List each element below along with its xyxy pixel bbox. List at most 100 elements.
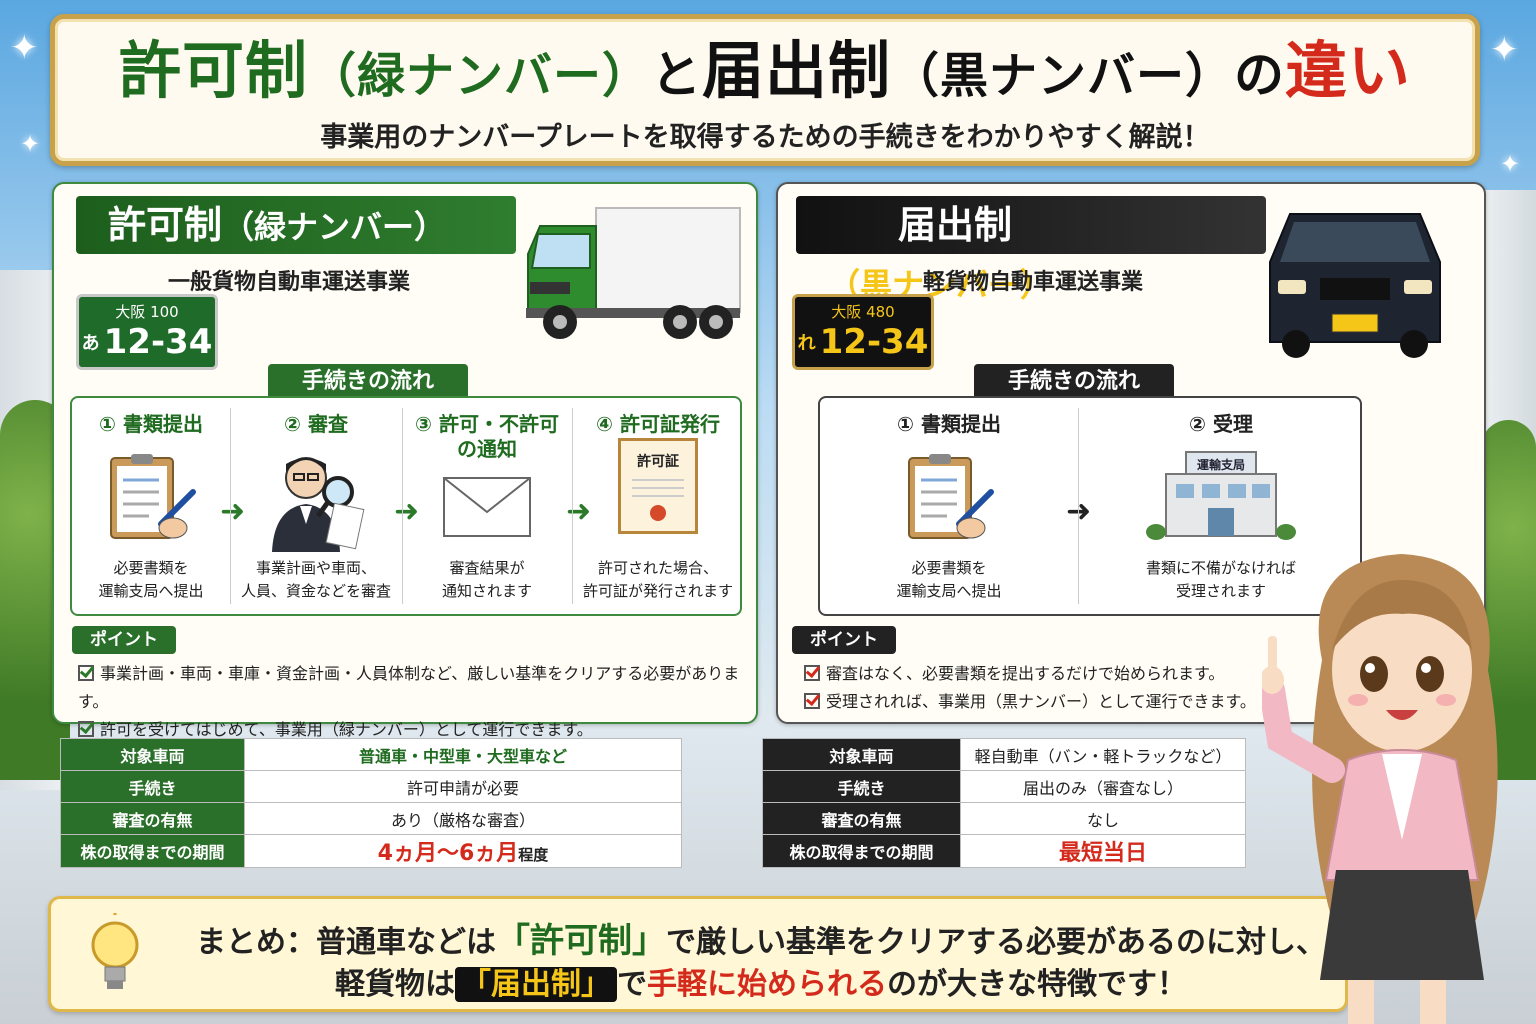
plate-region: 大阪 480 <box>831 303 895 321</box>
permit-banner-paren: （緑ナンバー） <box>222 208 447 246</box>
point-item: 許可を受けてはじめて、事業用（緑ナンバー）として運行できます。 <box>78 716 756 744</box>
step-desc: 許可証が発行されます <box>582 581 733 600</box>
permit-step-2: ② 審査 事業計画や車両、人員、資金などを審査 <box>230 398 402 614</box>
title-green-number: （緑ナンバー） <box>307 48 651 104</box>
summary-keyword-notification: 「届出制」 <box>455 967 617 1002</box>
title-connector: と <box>650 46 702 104</box>
point-item: 事業計画・車両・車庫・資金計画・人員体制など、厳しい基準をクリアする必要がありま… <box>78 660 756 716</box>
checkbox-icon <box>78 665 94 681</box>
permit-point-list: 事業計画・車両・車庫・資金計画・人員体制など、厳しい基準をクリアする必要がありま… <box>78 660 756 744</box>
guide-character-illustration <box>1262 554 1498 1024</box>
step-desc: 審査結果が <box>449 559 525 577</box>
plate-number: 12-34 <box>819 322 929 362</box>
title-black-number: （黒ナンバー） <box>891 48 1235 104</box>
table-header-cell: 手続き <box>762 770 961 803</box>
notification-banner-title: 届出制 <box>898 203 1013 247</box>
office-sign: 運輸支局 <box>1196 458 1245 472</box>
clipboard-icon <box>110 454 196 539</box>
step-title: ① 書類提出 <box>897 412 1001 436</box>
notification-step-1: ① 書類提出 必要書類を運輸支局へ提出 <box>820 398 1078 614</box>
title-box: 許可制（緑ナンバー）と届出制（黒ナンバー）の違い 事業用のナンバープレートを取得… <box>50 14 1480 166</box>
table-cell: 届出のみ（審査なし） <box>960 770 1246 803</box>
summary-text: まとめ：普通車などは <box>196 925 496 960</box>
notification-banner: 届出制（黒ナンバー） <box>796 196 1266 304</box>
step-title: ② 審査 <box>284 412 348 436</box>
permit-banner-title: 許可制 <box>108 203 223 247</box>
step-title: ① 書類提出 <box>99 412 203 436</box>
table-cell: なし <box>960 802 1246 835</box>
summary-keyword-permit: 「許可制」 <box>496 921 666 961</box>
sparkle-icon: ✦ <box>1500 150 1521 178</box>
step-desc: 通知されます <box>441 581 532 600</box>
summary-box: まとめ：普通車などは「許可制」で厳しい基準をクリアする必要があるのに対し、 軽貨… <box>48 896 1348 1012</box>
permit-flow-box: ① 書類提出 必要書類を運輸支局へ提出 ➜ ② 審査 <box>70 396 742 616</box>
table-row: 手続き許可申請が必要 <box>60 770 682 803</box>
table-row: 株の取得までの期間 4ヵ月〜6ヵ月程度 <box>60 834 682 868</box>
sparkle-icon: ✦ <box>1490 30 1519 70</box>
period-suffix: 程度 <box>518 846 549 864</box>
step-divider <box>402 408 403 604</box>
title-difference: 違い <box>1285 34 1412 107</box>
permit-point-badge: ポイント <box>72 626 176 654</box>
step-desc: 許可された場合、 <box>597 559 718 577</box>
office-building-icon <box>1146 451 1296 540</box>
summary-text: 軽貨物は <box>335 967 455 1002</box>
permit-step-4: ④ 許可証発行 許可証 許可された場合、許可証が発行されます <box>572 398 744 614</box>
title-keyword-notification: 届出制 <box>701 34 891 107</box>
table-header-cell: 対象車両 <box>60 738 245 771</box>
lightbulb-icon <box>91 913 139 989</box>
step-desc: 人員、資金などを審査 <box>240 581 391 600</box>
arrow-right-icon: ➜ <box>566 494 592 529</box>
notification-point-list: 審査はなく、必要書類を提出するだけで始められます。 受理されれば、事業用（黒ナン… <box>804 660 1256 716</box>
arrow-right-icon: ➜ <box>220 494 246 529</box>
table-row: 対象車両軽自動車（バン・軽トラックなど） <box>762 738 1246 771</box>
notification-flow-box: ① 書類提出 必要書類を運輸支局へ提出 ➜ ② 受理 <box>818 396 1362 616</box>
table-cell: 最短当日 <box>960 834 1246 868</box>
period-value: 4ヵ月〜6ヵ月 <box>377 841 519 866</box>
notification-business-name: 軽貨物自動車運送事業 <box>922 270 1143 295</box>
checkbox-icon <box>78 721 94 737</box>
step-divider <box>572 408 573 604</box>
reviewer-icon <box>272 457 365 552</box>
summary-line-2: 軽貨物は「届出制」で手軽に始められるのが大きな特徴です！ <box>181 959 1341 1003</box>
sparkle-icon: ✦ <box>10 28 39 68</box>
permit-flow-label: 手続きの流れ <box>268 364 469 400</box>
table-cell: 普通車・中型車・大型車など <box>244 738 682 771</box>
plate-region: 大阪 100 <box>115 303 179 321</box>
step-desc: 必要書類を <box>113 559 189 577</box>
permit-banner: 許可制（緑ナンバー） <box>76 196 516 254</box>
table-row: 審査の有無あり（厳格な審査） <box>60 802 682 835</box>
permit-step-3: ③ 許可・不許可の通知 審査結果が通知されます <box>402 398 572 614</box>
point-text: 事業計画・車両・車庫・資金計画・人員体制など、厳しい基準をクリアする必要がありま… <box>78 664 740 711</box>
summary-highlight: 手軽に始められる <box>647 967 887 1002</box>
table-cell: 許可申請が必要 <box>244 770 682 803</box>
step-divider <box>230 408 231 604</box>
page-title: 許可制（緑ナンバー）と届出制（黒ナンバー）の違い <box>55 34 1475 107</box>
table-header-cell: 株の取得までの期間 <box>60 834 245 868</box>
step-divider <box>1078 408 1079 604</box>
step-desc: 書類に不備がなければ <box>1145 559 1296 577</box>
plate-kana: あ <box>81 332 100 354</box>
title-particle: の <box>1234 46 1286 104</box>
table-header-cell: 対象車両 <box>762 738 961 771</box>
point-text: 許可を受けてはじめて、事業用（緑ナンバー）として運行できます。 <box>100 720 593 739</box>
title-keyword-permit: 許可制 <box>118 34 308 107</box>
summary-text: で厳しい基準をクリアする必要があるのに対し、 <box>666 925 1326 960</box>
point-item: 受理されれば、事業用（黒ナンバー）として運行できます。 <box>804 688 1256 716</box>
notification-flow-label: 手続きの流れ <box>974 364 1175 400</box>
table-header-cell: 手続き <box>60 770 245 803</box>
truck-icon <box>526 207 741 339</box>
table-row: 株の取得までの期間最短当日 <box>762 834 1246 868</box>
sparkle-icon: ✦ <box>20 130 41 158</box>
notification-point-badge: ポイント <box>792 626 896 654</box>
certificate-icon: 許可証 <box>618 438 698 534</box>
table-header-cell: 審査の有無 <box>60 802 245 835</box>
page-subtitle: 事業用のナンバープレートを取得するための手続きをわかりやすく解説！ <box>320 122 1210 154</box>
certificate-label: 許可証 <box>637 454 679 470</box>
checkbox-icon <box>804 693 820 709</box>
table-cell: あり（厳格な審査） <box>244 802 682 835</box>
notification-step-2: ② 受理 運輸支局 書類に不備がなければ受理されます <box>1078 398 1364 614</box>
